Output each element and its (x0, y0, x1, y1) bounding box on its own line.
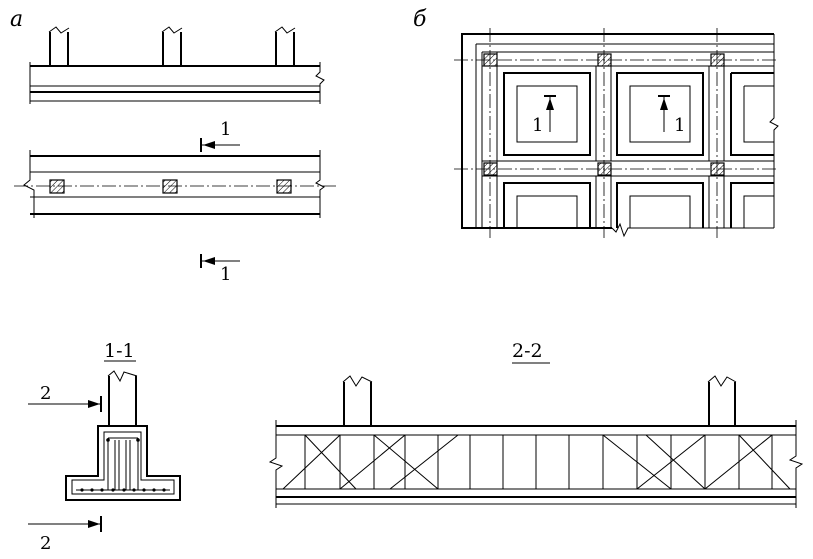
panel-b-label: б (413, 7, 427, 32)
cut-marker-2-top: 2 (28, 383, 102, 412)
foundation-plan-strip (14, 150, 336, 218)
section-1-1-title: 1-1 (104, 340, 135, 362)
columns-top (48, 26, 296, 66)
cut-marker-1-bottom: 1 (200, 254, 240, 285)
cut-label-1-bottom: 1 (220, 264, 231, 285)
beam-section-2-2 (268, 420, 804, 508)
bent-bars (282, 434, 791, 490)
cut-marker-1-top: 1 (200, 119, 240, 152)
plan-columns (483, 53, 725, 176)
plan-frame (461, 33, 779, 238)
foundation-profile (65, 425, 181, 501)
plan-cells (503, 72, 774, 228)
panel-b: б (413, 7, 779, 238)
stirrups (304, 435, 773, 489)
strip-foundations (481, 51, 774, 228)
cut-label-2-top: 2 (40, 383, 51, 404)
beam-elevation (29, 62, 325, 104)
cut-marker-2-bottom: 2 (28, 516, 102, 554)
cut-label-1-top: 1 (220, 119, 231, 140)
cut-marker-1-plan-left: 1 (532, 95, 556, 136)
section-2-2: 2-2 (268, 340, 804, 508)
section-2-2-title: 2-2 (512, 340, 543, 362)
cut-label-2-bottom: 2 (40, 533, 51, 554)
cut-marker-1-plan-right: 1 (658, 95, 685, 136)
panel-a-label: а (10, 7, 23, 32)
panel-a: а 1 (10, 7, 336, 285)
cut-label-1-plan-left: 1 (532, 115, 543, 136)
reinforcement-1-1 (76, 437, 170, 492)
section-1-1: 1-1 2 (28, 340, 181, 554)
cut-label-1-plan-right: 1 (674, 115, 685, 136)
